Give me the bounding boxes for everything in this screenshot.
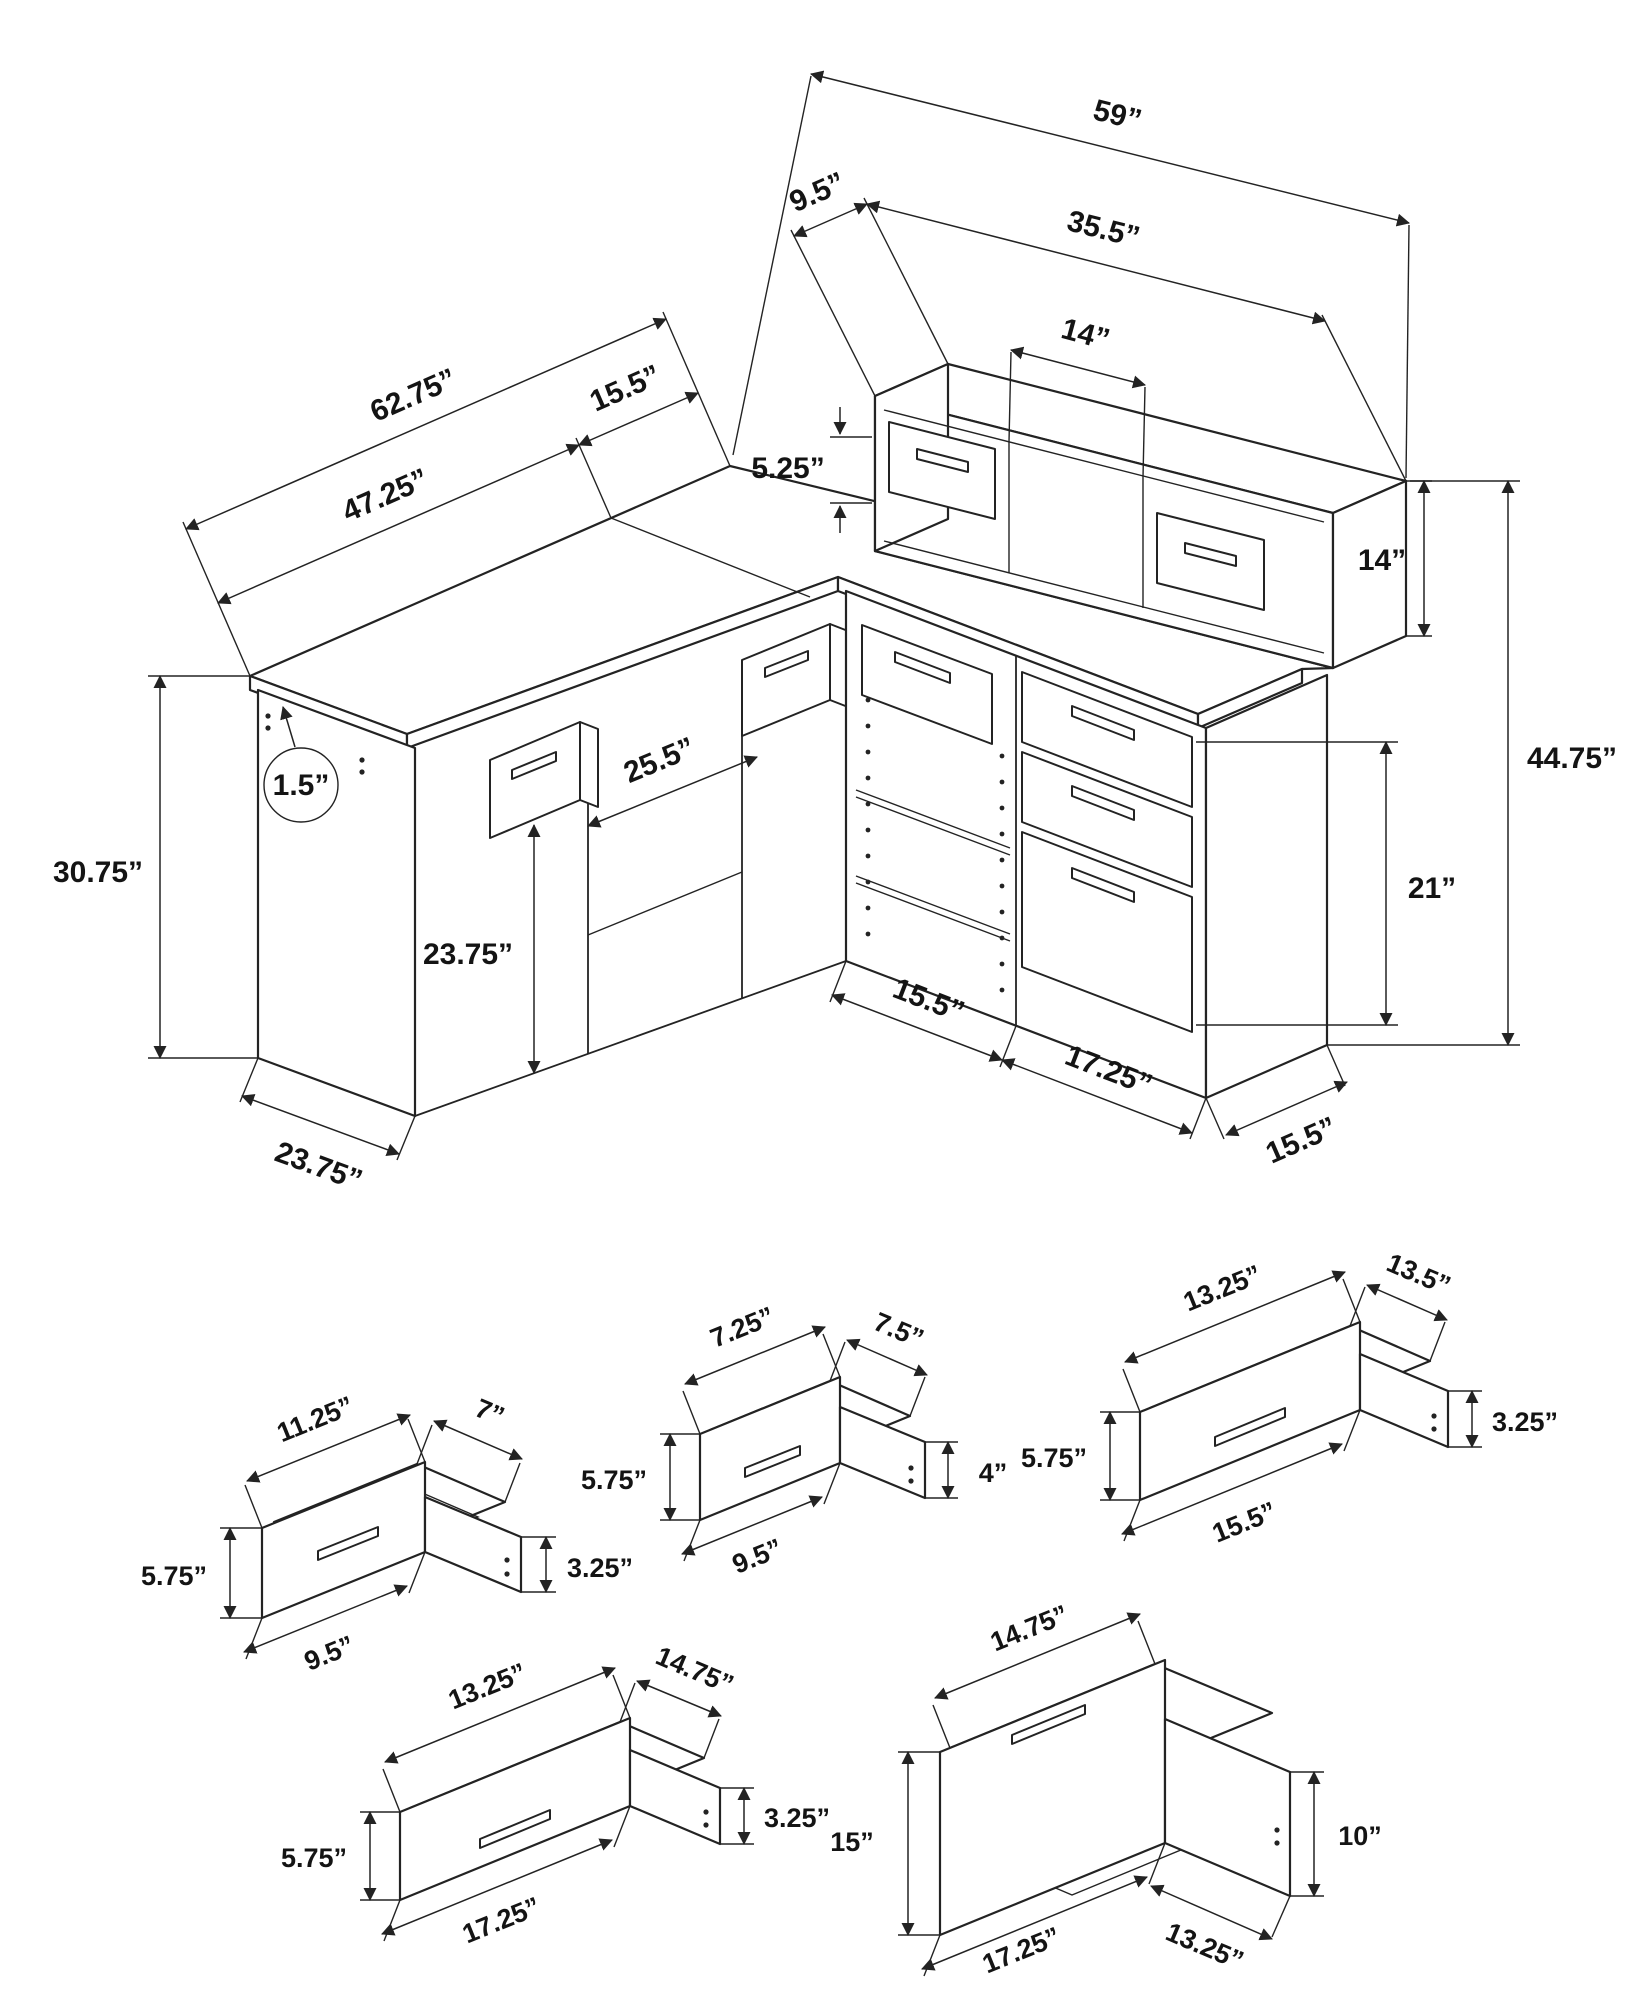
shelf-pin-holes [865,697,1005,993]
dim-label: 13.25” [1179,1259,1265,1317]
dim-label: 7” [471,1393,509,1432]
drawer-detail-d: 13.25” 14.75” 5.75” 3.25” 17.25” [281,1641,830,1950]
dim-label: 5.25” [751,452,824,485]
dim-label: 10” [1338,1821,1382,1851]
desk-knee-space [414,736,847,1117]
dim-label: 14.75” [986,1599,1072,1657]
drawer-handle [1071,705,1135,741]
dim-label: 5.75” [1021,1443,1087,1473]
drawer-detail-e: 14.75” 15” 10” 17.25” 13.25” [830,1599,1382,1979]
dim-label: 14.75” [652,1641,738,1700]
dim-return-depth: 15.5” [578,359,699,447]
dim-desk-height: 30.75” [53,675,258,1059]
dim-drawer-bank-height: 21” [1196,741,1456,1026]
drawer-handle [1184,542,1237,567]
drawer-handle [1214,1407,1286,1447]
dim-label: 44.75” [1527,742,1617,775]
drawer-handle [916,448,969,473]
dim-label: 23.75” [271,1136,367,1198]
dim-label: 1.5” [273,769,330,802]
dim-label: 62.75” [365,362,461,428]
dim-label: 3.25” [567,1553,633,1583]
dim-label: 7.5” [869,1306,928,1354]
file-drawer [1021,831,1193,1033]
dim-label: 4” [979,1458,1008,1488]
drawer-handle [744,1445,801,1478]
dim-label: 17.25” [978,1921,1064,1979]
dim-label: 7.25” [706,1301,778,1354]
hutch [873,362,1408,670]
dim-label: 15.5” [585,359,665,419]
drawer-handle [317,1526,379,1561]
dim-label: 14” [1058,312,1113,356]
drawer-handle [1071,785,1135,821]
desk-pedestal-drawer-right [741,623,849,737]
hutch-drawer-right [1156,512,1265,611]
dim-label: 3.25” [764,1803,830,1833]
dim-label: 15.5” [1208,1496,1280,1549]
dim-knee-height: 23.75” [423,824,541,1074]
dim-label: 14” [1358,544,1406,577]
drawer-handle [894,651,951,684]
drawer-handle [1011,1704,1086,1745]
dim-label: 15.5” [1261,1111,1341,1171]
dim-label: 25.5” [619,731,699,790]
drawer-handle [511,751,557,780]
dim-label: 11.25” [273,1390,358,1448]
dim-label: 59” [1090,94,1145,138]
dim-label: 5.75” [281,1843,347,1873]
drawer-detail-c: 13.25” 13.5” 5.75” 3.25” 15.5” [1021,1248,1558,1549]
dim-hutch-opening-height: 5.25” [751,407,872,533]
dim-hutch-height: 14” [1358,480,1432,637]
dim-label: 5.75” [141,1561,207,1591]
dim-top-thickness: 1.5” [263,706,339,823]
drawer-detail-a: 11.25” 7” 5.75” 3.25” 9.5” [141,1390,633,1676]
cabinet-drawer-stack [1021,671,1193,1033]
dim-label: 23.75” [423,938,513,971]
desk-pedestal-drawer-left [489,721,599,839]
drawer-handle [764,650,809,678]
dim-label: 13.5” [1382,1248,1455,1301]
right-cabinet [844,589,1329,1100]
drawer-detail-b: 7.25” 7.5” 5.75” 4” 9.5” [581,1301,1007,1580]
dim-label: 9.5” [785,166,850,219]
dim-label: 3.25” [1492,1407,1558,1437]
dim-label: 17.25” [458,1891,544,1949]
dim-label: 15” [830,1827,874,1857]
drawer-handle [1071,867,1135,903]
hutch-drawer-left [888,421,996,520]
dim-label: 30.75” [53,856,143,889]
dim-label: 9.5” [728,1533,787,1580]
dim-hutch-depth: 9.5” [785,166,876,397]
dim-label: 9.5” [300,1630,359,1677]
dim-label: 13.25” [444,1657,530,1715]
dim-label: 13.25” [1162,1917,1248,1976]
cabinet-shelves [855,789,1011,942]
dim-label: 21” [1408,872,1456,905]
dim-knee-opening-width: 25.5” [587,731,758,828]
dim-label: 5.75” [581,1465,647,1495]
dim-overall-height: 44.75” [1327,480,1617,1046]
dim-label: 35.5” [1064,205,1143,255]
dim-label: 47.25” [337,462,433,528]
